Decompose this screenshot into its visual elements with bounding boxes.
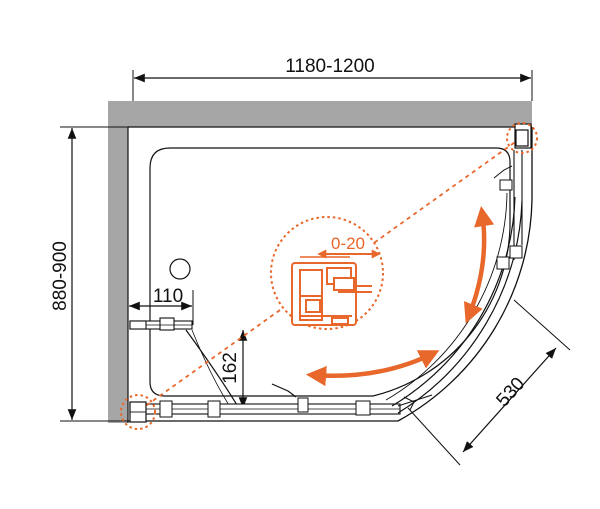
profile-detail-callout: 0-20 [270,216,384,330]
slide-arrow-bottom [305,350,440,387]
bottom-track [129,383,401,418]
door-width-label: 530 [493,374,530,412]
corner-highlight-bottom-left [120,394,156,430]
door-swing-label: 162 [220,352,241,384]
door-swing: 162 [185,329,248,411]
walls [108,101,532,423]
door-width-dimension: 530 [407,299,571,466]
side-wall [108,101,128,423]
movement-arrows [305,205,495,387]
depth-dimension-label: 880-900 [50,241,71,311]
adjustment-range-label: 0-20 [331,234,365,253]
drain-offset-dimension: 110 [129,286,194,325]
depth-dimension: 880-900 [50,126,128,422]
side-fixed-panel [129,317,193,331]
corner-highlight-top-right [506,122,538,154]
drain-offset-label: 110 [153,286,183,307]
width-dimension-label: 1180-1200 [285,56,374,77]
profile-section-icon [291,262,372,326]
back-wall [108,101,532,127]
width-dimension: 1180-1200 [132,56,533,101]
drain-icon [169,258,191,280]
slide-arrow-right-side [463,205,495,324]
